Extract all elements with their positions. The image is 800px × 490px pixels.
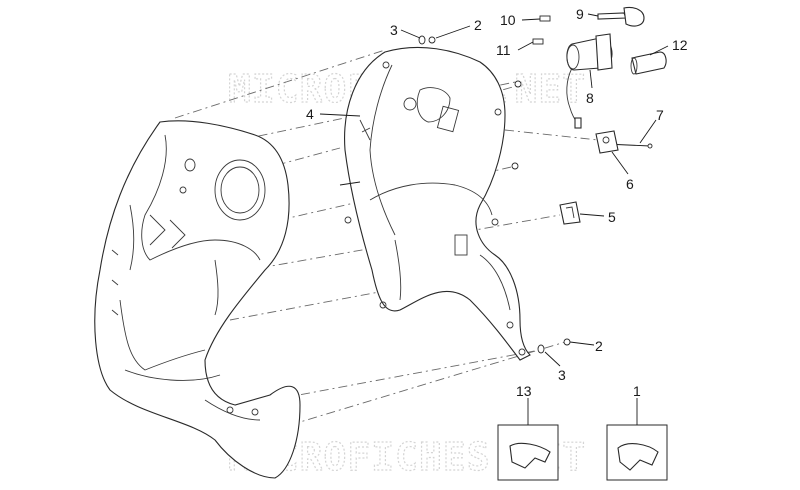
callout-13: 13 [516,383,532,399]
callout-7: 7 [656,107,664,123]
callout-9: 9 [576,6,584,22]
screw-2-bottom [563,338,571,346]
screw-lower [511,162,519,170]
rubber-cap-part [630,51,667,75]
callout-12: 12 [672,37,688,53]
callout-1: 1 [633,383,641,399]
key-part [597,6,645,27]
callout-labels: 3 2 4 10 11 9 12 8 7 6 5 2 3 13 1 [306,6,688,399]
washer-3-top [418,35,426,45]
callout-3-top: 3 [390,22,398,38]
leader-lines [319,13,669,425]
washer-3-bottom [537,344,545,354]
screw-2-top [428,36,436,44]
callout-11: 11 [496,42,511,58]
front-shield-part [94,120,301,479]
callout-6: 6 [626,176,634,192]
callout-8: 8 [586,90,594,106]
screw-10 [539,15,551,22]
ignition-switch-part [566,33,613,129]
item-13-box [497,424,559,481]
bracket-part-6 [595,130,619,154]
screw-mid [514,80,522,88]
fasteners [339,15,653,354]
callout-4: 4 [306,106,314,122]
item-1-box [606,424,668,481]
callout-10: 10 [500,12,516,28]
leg-shield-part [344,47,531,361]
callout-2-bottom: 2 [595,338,603,354]
callout-5: 5 [608,209,616,225]
screw-11 [532,38,544,45]
callout-3-bottom: 3 [558,367,566,383]
clip-part-5 [559,201,581,225]
callout-2-top: 2 [474,17,482,33]
